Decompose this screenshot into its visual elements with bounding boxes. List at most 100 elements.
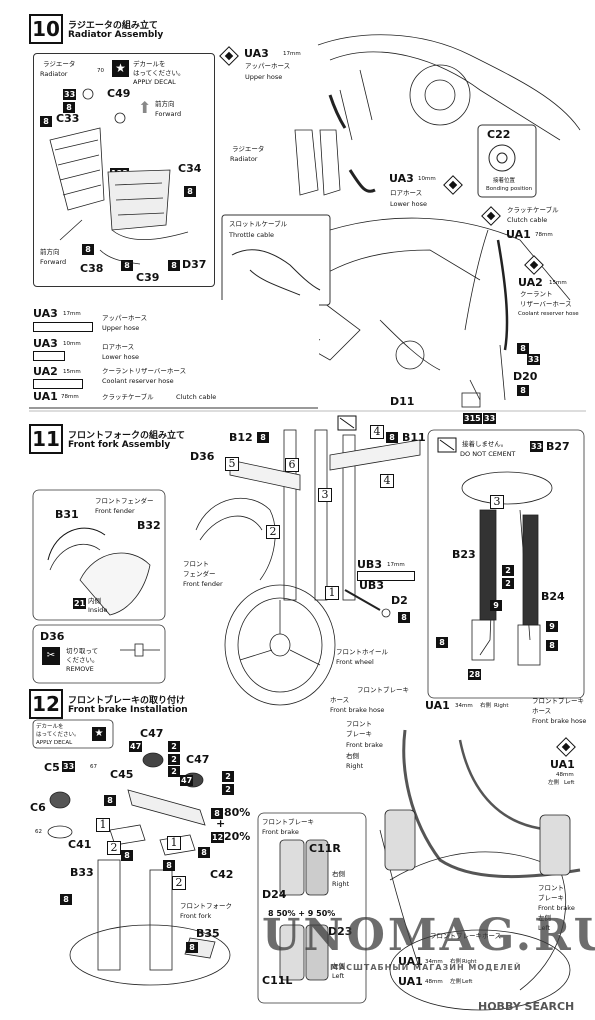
num-8-c42b: 8 <box>163 860 175 871</box>
part-num-8-d: 8 <box>82 244 94 255</box>
step-10-title-jp: ラジエータの組み立て <box>68 21 158 31</box>
bot-ua1a-jp: 右側 <box>450 959 462 965</box>
legend-2-size: 10mm <box>63 341 81 347</box>
sq-3-right: 3 <box>490 495 504 509</box>
num-21: 21 <box>73 598 87 609</box>
fork-num-9a: 9 <box>490 600 502 611</box>
sq-5: 5 <box>225 457 239 471</box>
step-12-number: 12 <box>29 689 63 719</box>
watermark-sub: МАСШТАБНЫЙ МАГАЗИН МОДЕЛЕЙ <box>330 963 522 972</box>
num-315: 315 <box>463 413 482 424</box>
part-d2: D2 <box>391 594 408 607</box>
legend-1-bar <box>33 322 93 332</box>
part-c6: C6 <box>30 801 46 814</box>
decal12-star-icon: ★ <box>92 727 106 741</box>
step-10-title-en: Radiator Assembly <box>68 30 164 40</box>
decal-en: APPLY DECAL <box>133 78 176 86</box>
rbrake-jp3: 右側 <box>346 752 359 760</box>
part-c49: C49 <box>107 87 131 100</box>
radiator-main-jp: ラジエータ <box>232 145 265 153</box>
ua2-jp2: リザーバーホース <box>520 300 572 308</box>
part-b35: B35 <box>196 927 220 940</box>
legend-2-jp: ロアホース <box>102 343 135 351</box>
num-62: 62 <box>35 829 42 835</box>
plus-sign: + <box>216 817 226 830</box>
hose-r-jp1: フロントブレーキ <box>532 697 584 705</box>
bot-ua1a-size: 34mm <box>425 959 443 965</box>
fork12-jp: フロントフォーク <box>180 902 232 910</box>
legend-1-en: Upper hose <box>102 324 140 332</box>
fork12-en: Front fork <box>180 912 212 920</box>
ua2-en: Coolant reserver hose <box>518 311 579 317</box>
part-d23: D23 <box>328 925 353 938</box>
step-12-title-jp: フロントブレーキの取り付け <box>68 696 186 706</box>
sq-6: 6 <box>285 458 299 472</box>
decal-jp-2: はってください。 <box>133 69 185 77</box>
forward-jp: 前方向 <box>155 100 175 108</box>
num-2-e: 2 <box>222 784 234 795</box>
part-b12: B12 <box>229 431 253 444</box>
lbrake-jp3: 左側 <box>538 914 551 922</box>
d36-en: REMOVE <box>66 665 94 673</box>
legend-4-jp: クラッチケーブル <box>102 393 154 401</box>
num-2-b: 2 <box>168 754 180 765</box>
fork-num-9b: 9 <box>546 621 558 632</box>
sq-1: 1 <box>325 586 339 600</box>
part-c33: C33 <box>56 112 80 125</box>
inside-en: Inside <box>88 606 108 614</box>
d36-jp1: 切り取って <box>66 647 99 655</box>
sq-3: 3 <box>318 488 332 502</box>
clutch-size: 78mm <box>535 232 553 238</box>
num-8-c45: 8 <box>104 795 116 806</box>
part-c11l: C11L <box>262 974 293 987</box>
ua1-34-en: Right <box>494 703 509 709</box>
part-b31: B31 <box>55 508 79 521</box>
forward2-en: Forward <box>40 258 67 266</box>
num-8-d20a: 8 <box>517 343 529 354</box>
part-b33: B33 <box>70 866 94 879</box>
legend-1-code: UA3 <box>33 307 58 320</box>
ua1-48-jp: 左側 <box>548 780 560 786</box>
brake-inset-en: Front brake <box>262 828 299 836</box>
mix-ratio: 8 50% + 9 50% <box>268 909 336 918</box>
step-11-title-jp: フロントフォークの組み立て <box>68 431 186 441</box>
part-d11: D11 <box>390 395 415 408</box>
fender-inset-en: Front fender <box>95 507 135 515</box>
sq-4-top: 4 <box>370 425 384 439</box>
inside-jp: 内側 <box>88 597 101 605</box>
ua1-48-size: 48mm <box>556 772 574 778</box>
left-en: Left <box>332 972 345 980</box>
rbrake-en1: Front brake <box>346 741 383 749</box>
part-c39: C39 <box>136 271 160 284</box>
clutch-code: UA1 <box>506 228 531 241</box>
decal-star-icon: ★ <box>112 60 129 77</box>
ua1-34-jp: 右側 <box>480 703 492 709</box>
step-11-number: 11 <box>29 424 63 454</box>
rbrake-jp2: ブレーキ <box>346 730 372 738</box>
ua2-code: UA2 <box>518 276 543 289</box>
fender-inset-jp: フロントフェンダー <box>95 497 154 505</box>
ua1-48-en: Left <box>564 780 575 786</box>
cut-icon: ✂ <box>42 647 60 665</box>
num-2-a: 2 <box>168 741 180 752</box>
ua3-lower-en: Lower hose <box>390 200 428 208</box>
legend-3-size: 15mm <box>63 369 81 375</box>
num-8-b11: 8 <box>386 432 398 443</box>
ua3-upper-jp: アッパーホース <box>245 62 291 70</box>
part-c5: C5 <box>44 761 60 774</box>
part-c47-b: C47 <box>186 753 210 766</box>
c22-code: C22 <box>487 128 511 141</box>
num-8-b33: 8 <box>60 894 72 905</box>
sq12-2b: 2 <box>172 876 186 890</box>
ua1-34-size: 34mm <box>455 703 473 709</box>
ua3-lower-jp: ロアホース <box>390 189 423 197</box>
watermark-main: UNOMAG.RU <box>262 910 595 961</box>
right-en: Right <box>332 880 350 888</box>
decal12-en: APPLY DECAL <box>36 740 73 746</box>
bot-ua1a-code: UA1 <box>398 955 423 968</box>
hose-r-jp2: ホース <box>532 707 552 715</box>
part-num-8-b: 8 <box>40 116 52 127</box>
inset-radiator-en: Radiator <box>40 70 68 78</box>
num-33-b27: 33 <box>530 441 544 452</box>
part-c47-a: C47 <box>140 727 164 740</box>
